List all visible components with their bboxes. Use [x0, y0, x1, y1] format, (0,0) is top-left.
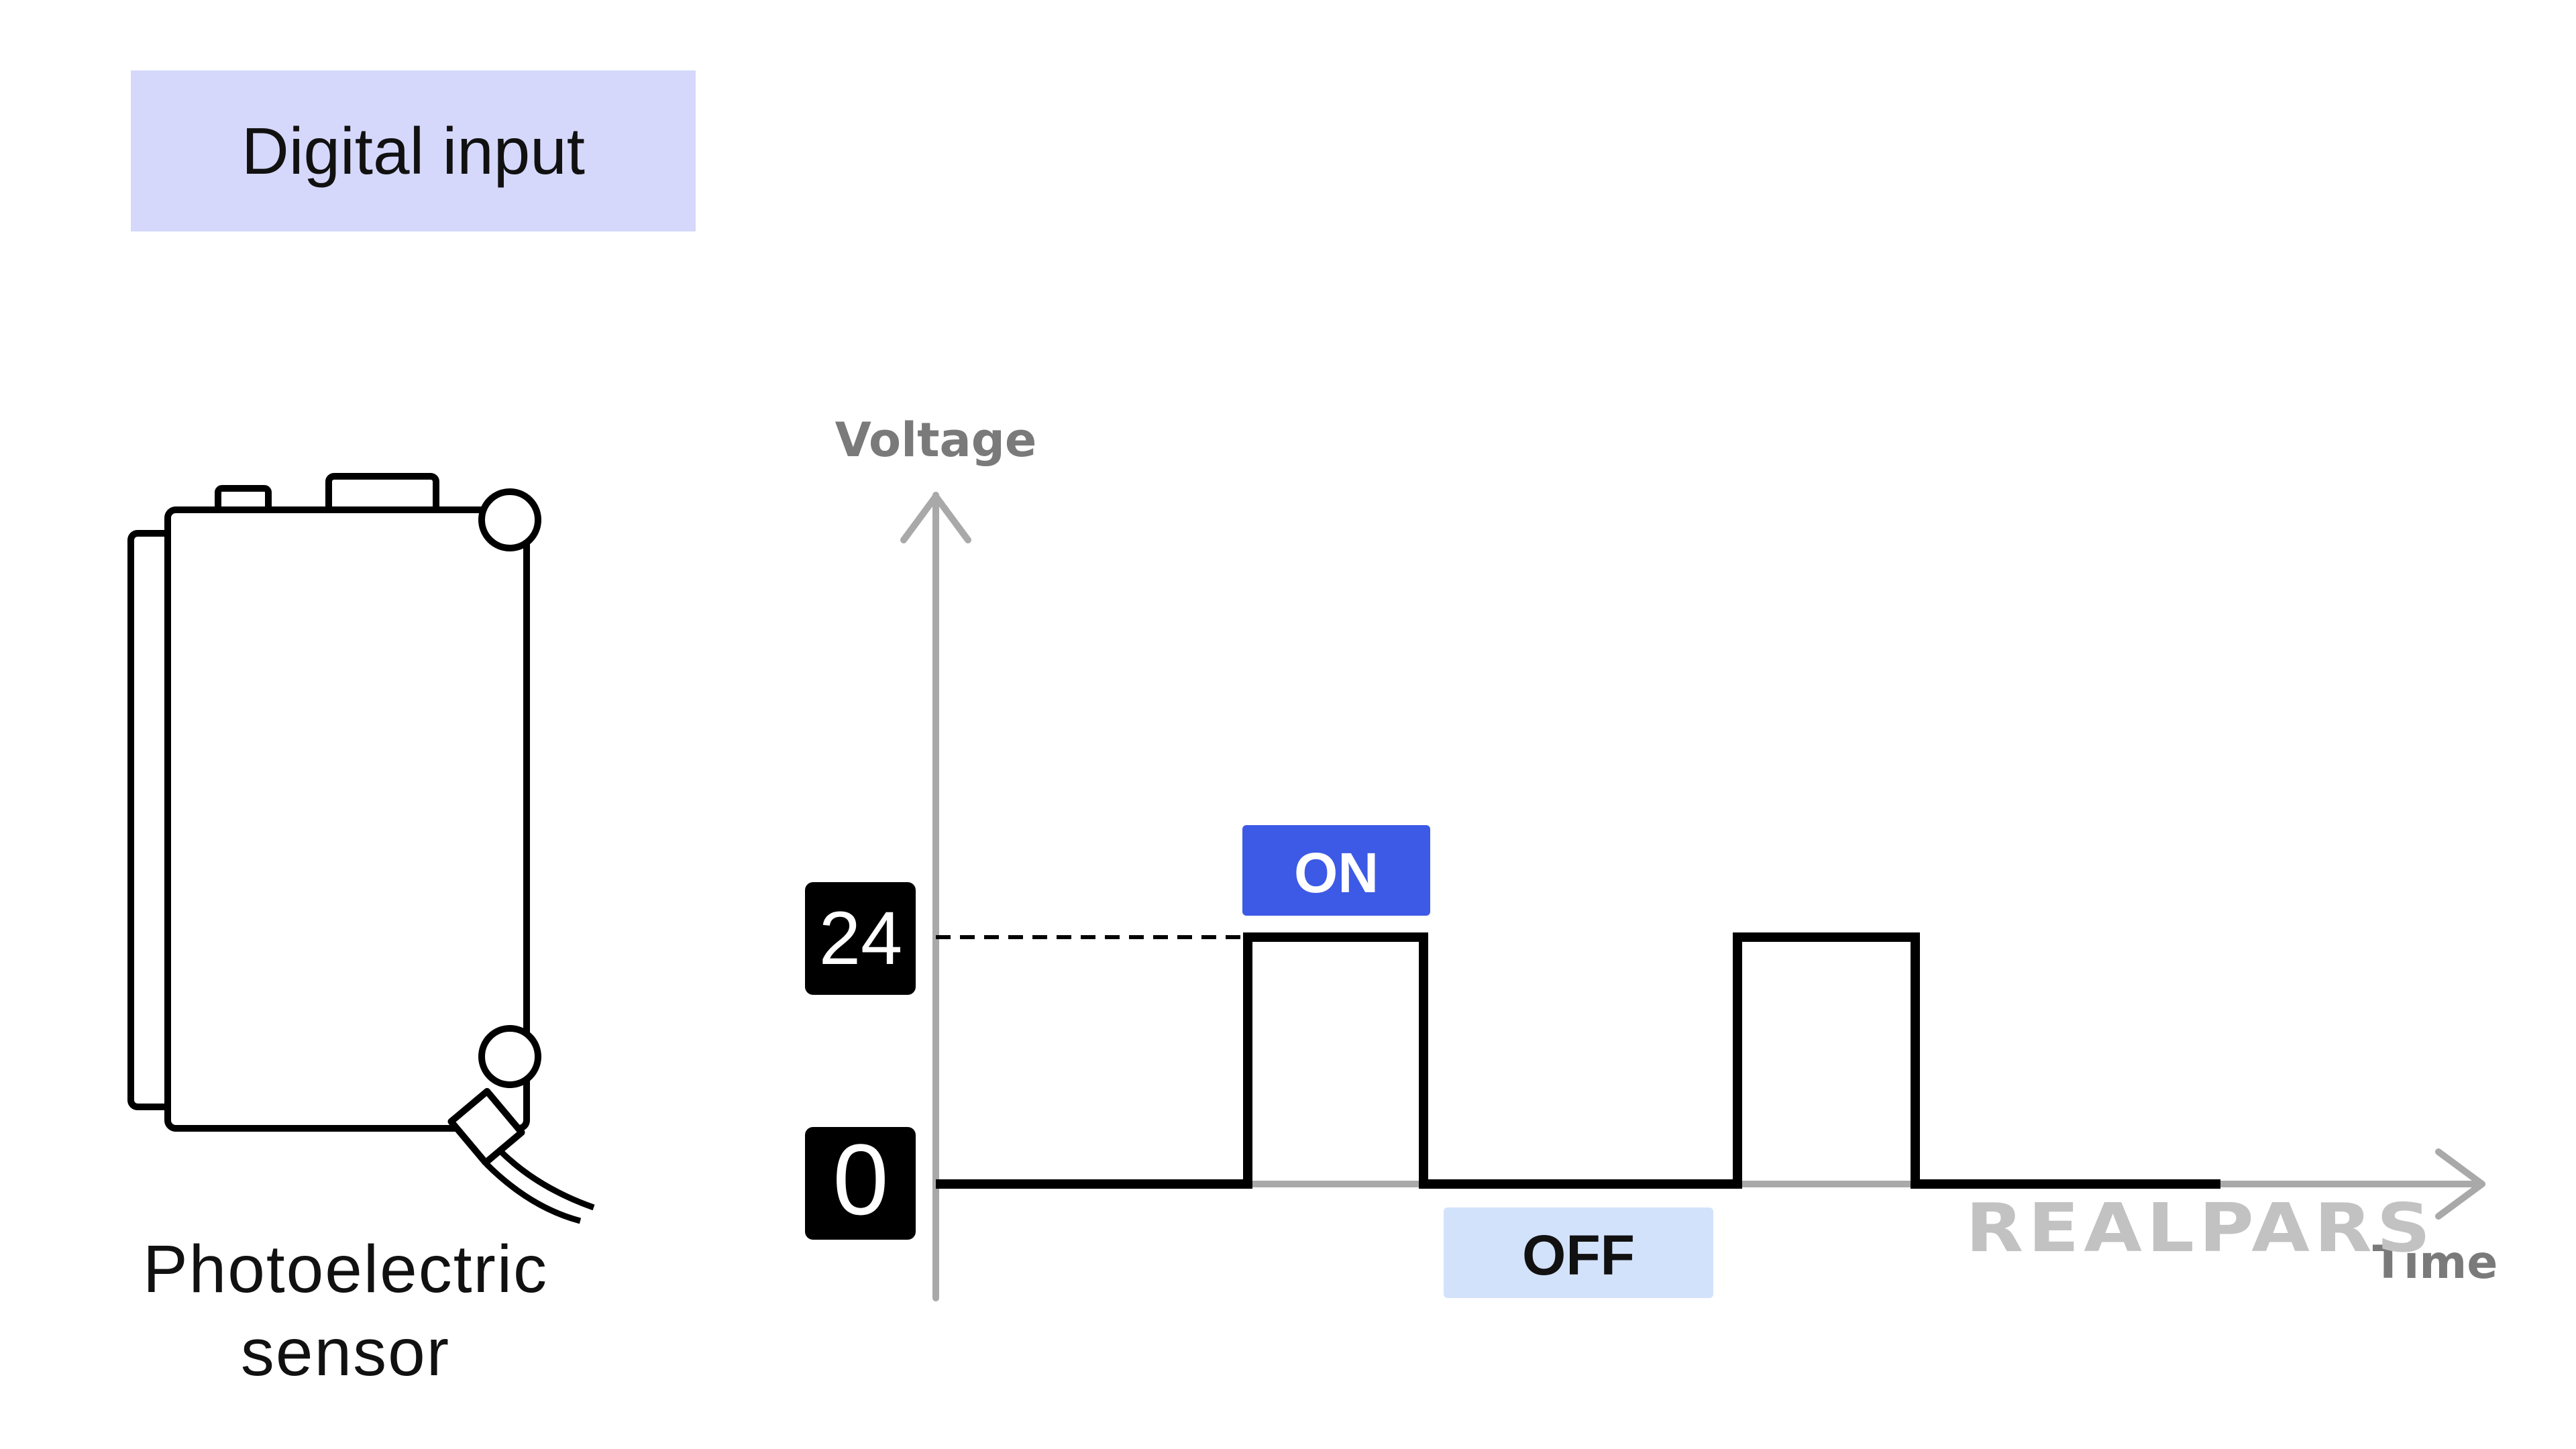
- sensor-caption-line2: sensor: [240, 1315, 451, 1390]
- y-axis-label: Voltage: [835, 413, 1037, 468]
- on-label: ON: [1294, 841, 1379, 904]
- on-badge: ON: [1242, 825, 1430, 916]
- sensor-caption: Photoelectric sensor: [77, 1228, 614, 1394]
- off-label: OFF: [1522, 1224, 1635, 1287]
- signal-waveform: [936, 932, 2220, 1189]
- low-level-badge: 0: [805, 1123, 916, 1240]
- x-axis-label: Time: [2373, 1236, 2498, 1289]
- title-box: Digital input: [131, 70, 696, 231]
- off-badge: OFF: [1444, 1208, 1713, 1298]
- y-axis-arrow: [900, 493, 971, 543]
- low-level-label: 0: [833, 1123, 888, 1236]
- high-level-label: 24: [819, 896, 903, 980]
- high-level-badge: 24: [805, 882, 916, 995]
- x-axis-arrow: [2435, 1148, 2485, 1220]
- page-title: Digital input: [241, 113, 586, 188]
- axes: [900, 492, 2485, 1301]
- photoelectric-sensor-icon: [127, 473, 595, 1224]
- brand-watermark: REALPARS: [1966, 1189, 2435, 1267]
- sensor-caption-line1: Photoelectric: [142, 1232, 549, 1307]
